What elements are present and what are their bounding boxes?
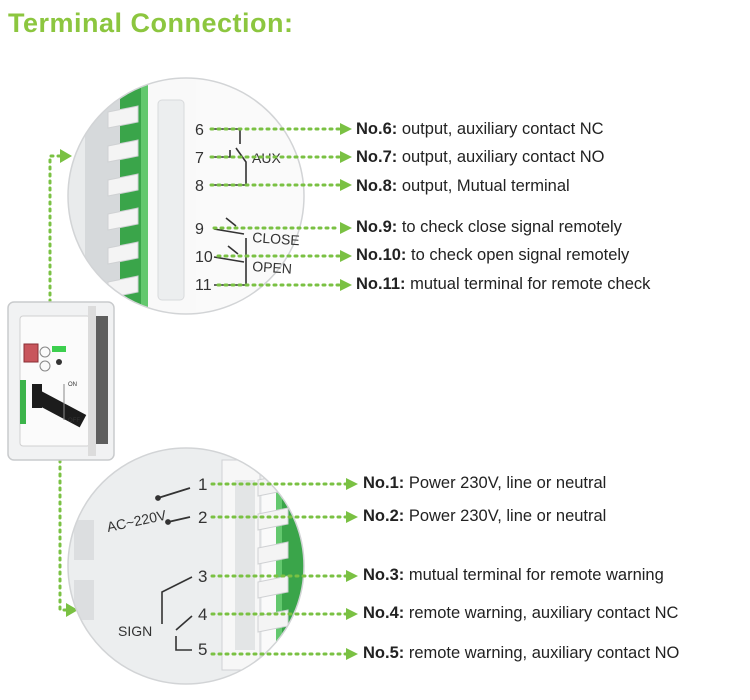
terminal-number-4: 4 — [198, 605, 207, 624]
terminal-number-9: 9 — [195, 221, 204, 238]
terminal-fin — [107, 105, 139, 129]
terminal-number-8: 8 — [195, 178, 204, 195]
terminal-fin — [107, 207, 139, 231]
leader-arrow-4 — [346, 608, 358, 620]
connector-arrow-bottom — [66, 603, 78, 617]
leader-arrow-11 — [340, 279, 352, 291]
connector-arrow-top — [60, 149, 72, 163]
sign-schematic — [161, 576, 193, 651]
connector-line-bottom — [58, 458, 70, 612]
terminal-desc-5: No.5: remote warning, auxiliary contact … — [363, 644, 680, 662]
terminal-desc-1: No.1: Power 230V, line or neutral — [363, 474, 607, 492]
leader-arrow-9 — [340, 222, 352, 234]
device-image: ON OFF — [7, 301, 115, 461]
terminal-number-10: 10 — [195, 249, 213, 266]
terminal-number-3: 3 — [198, 567, 207, 586]
terminal-number-6: 6 — [195, 122, 204, 139]
terminal-fin — [107, 241, 139, 265]
terminal-number-11: 11 — [195, 277, 212, 294]
terminal-desc-6: No.6: output, auxiliary contact NC — [356, 120, 604, 138]
leader-arrow-5 — [346, 648, 358, 660]
terminal-number-5: 5 — [198, 640, 207, 659]
terminal-desc-8: No.8: output, Mutual terminal — [356, 177, 570, 195]
terminal-number-7: 7 — [195, 150, 204, 167]
open-label: OPEN — [252, 258, 293, 277]
terminal-number-2: 2 — [198, 508, 207, 527]
terminal-desc-3: No.3: mutual terminal for remote warning — [363, 566, 664, 584]
terminal-fin — [257, 575, 289, 599]
leader-arrow-7 — [340, 151, 352, 163]
bottom-terminal-view — [68, 448, 304, 684]
terminal-desc-4: No.4: remote warning, auxiliary contact … — [363, 604, 679, 622]
terminal-desc-2: No.2: Power 230V, line or neutral — [363, 507, 607, 525]
top-terminal-numbers: 6 7 8 9 10 11 — [195, 122, 213, 294]
leader-arrow-10 — [340, 250, 352, 262]
device-off-label: OFF — [68, 418, 80, 424]
close-label: CLOSE — [252, 229, 300, 248]
terminal-desc-9: No.9: to check close signal remotely — [356, 218, 622, 236]
device-on-label: ON — [68, 382, 77, 388]
leader-lines — [209, 123, 358, 660]
leader-arrow-6 — [340, 123, 352, 135]
terminal-fin — [257, 507, 289, 531]
ac-schematic — [155, 487, 191, 525]
bottom-terminal-numbers: 1 2 3 4 5 — [198, 475, 207, 659]
leader-arrow-1 — [346, 478, 358, 490]
leader-arrow-8 — [340, 179, 352, 191]
leader-arrow-3 — [346, 570, 358, 582]
leader-arrow-2 — [346, 511, 358, 523]
sign-label: SIGN — [118, 623, 152, 639]
page-title: Terminal Connection: — [8, 8, 294, 38]
terminal-fin — [107, 139, 139, 163]
terminal-fin — [257, 541, 289, 565]
connector-line-top — [48, 154, 64, 304]
terminal-desc-11: No.11: mutual terminal for remote check — [356, 275, 651, 293]
terminal-number-1: 1 — [198, 475, 207, 494]
terminal-fin — [107, 173, 139, 197]
terminal-desc-10: No.10: to check open signal remotely — [356, 246, 630, 264]
terminal-desc-7: No.7: output, auxiliary contact NO — [356, 148, 605, 166]
